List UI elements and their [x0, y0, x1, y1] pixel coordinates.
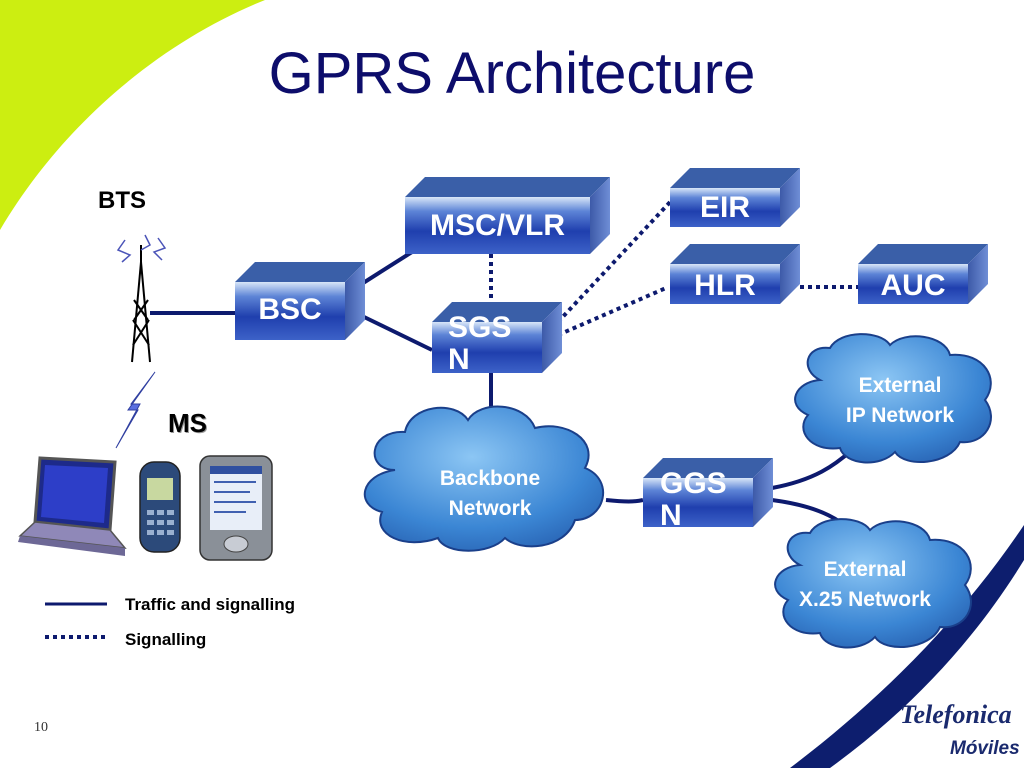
brand-logo-line1: Telefonica — [900, 700, 1012, 729]
external-ip-label-line1: External — [858, 374, 942, 397]
external-ip-label: External IP Network — [810, 371, 990, 431]
brand-logo-line2: Móviles — [950, 738, 1020, 759]
link-sgsn-hlr — [557, 286, 667, 337]
link-bsc-msc — [358, 250, 414, 287]
backbone-cloud — [363, 405, 604, 552]
msc-vlr-box — [405, 177, 610, 254]
hlr-box — [670, 244, 800, 304]
bts-label: BTS — [98, 187, 146, 214]
link-sgsn-eir — [556, 198, 674, 324]
link-backbone-ggsn — [605, 498, 644, 504]
eir-box — [670, 168, 800, 227]
auc-label: AUC — [880, 269, 946, 302]
ggsn-box — [643, 458, 773, 527]
hlr-label: HLR — [694, 269, 756, 302]
external-x25-label-line2: X.25 Network — [799, 588, 931, 611]
green-corner-decoration — [0, 0, 265, 230]
mobile-phone-icon — [139, 461, 181, 553]
external-x25-label: External X.25 Network — [775, 555, 955, 615]
sgsn-box — [432, 302, 562, 373]
link-bsc-sgsn — [359, 313, 433, 352]
page-title: GPRS Architecture — [268, 41, 756, 106]
ms-label: MS — [168, 408, 207, 438]
msc-vlr-label: MSC/VLR — [430, 209, 565, 242]
ggsn-label: GGSN — [660, 468, 727, 526]
legend-solid-label: Traffic and signalling — [125, 595, 296, 614]
page-number: 10 — [34, 720, 48, 735]
backbone-label-line1: Backbone — [439, 467, 541, 490]
external-ip-cloud — [794, 333, 992, 464]
eir-label: EIR — [699, 191, 750, 224]
antenna-tower-icon — [131, 245, 151, 363]
legend-dotted-label: Signalling — [125, 630, 207, 649]
lightning-icon — [115, 371, 156, 449]
bsc-label: BSC — [258, 293, 322, 326]
backbone-label: Backbone Network — [400, 464, 580, 524]
backbone-label-line2: Network — [448, 497, 532, 520]
pda-icon — [199, 455, 273, 561]
external-x25-cloud — [774, 518, 972, 649]
external-x25-label-line1: External — [823, 558, 907, 581]
bsc-box — [235, 262, 365, 340]
sgsn-label: SGSN — [448, 312, 512, 372]
auc-box — [858, 244, 988, 304]
link-ggsn-ip — [771, 448, 854, 490]
link-ggsn-x25 — [771, 498, 842, 524]
external-ip-label-line2: IP Network — [845, 404, 955, 427]
laptop-icon — [18, 456, 127, 556]
